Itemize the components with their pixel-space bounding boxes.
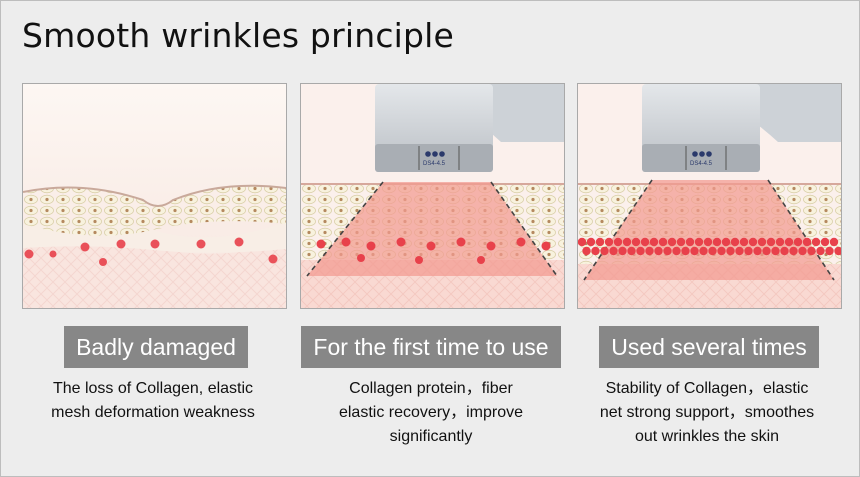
collagen-dot [744, 246, 753, 256]
device-label: DS4-4.5 [690, 161, 713, 167]
collagen-dot [726, 246, 735, 256]
description-line: elastic recovery，improve [338, 404, 524, 421]
collagen-dot [757, 237, 767, 247]
collagen-dot [834, 246, 841, 256]
collagen-dot [703, 237, 713, 247]
collagen-dot [631, 237, 641, 247]
collagen-dot [712, 237, 722, 247]
collagen-dot [708, 246, 717, 256]
collagen-dot [807, 246, 816, 256]
collagen-dot [762, 246, 771, 256]
collagen-dot [681, 246, 690, 256]
collagen-dot [802, 237, 812, 247]
stage-label-several-uses: Used several times [599, 326, 819, 368]
collagen-dot [654, 246, 663, 256]
description-line: net strong support，smoothes [599, 404, 815, 421]
collagen-dot [793, 237, 803, 247]
collagen-dot [789, 246, 798, 256]
collagen-dot [694, 237, 704, 247]
collagen-dot [636, 246, 645, 256]
stage-description-damaged: The loss of Collagen, elastic mesh defor… [18, 377, 288, 425]
stage-description-several-uses: Stability of Collagen，elastic net strong… [572, 377, 842, 449]
description-line: significantly [389, 428, 473, 445]
stage-label-first-use: For the first time to use [301, 326, 561, 368]
collagen-dot [609, 246, 618, 256]
skin-cross-section-damaged [23, 84, 286, 308]
collagen-dot [748, 237, 758, 247]
collagen-dot [618, 246, 627, 256]
collagen-dot [766, 237, 776, 247]
collagen-dot [690, 246, 699, 256]
collagen-dot [739, 237, 749, 247]
device-label: DS4-4.5 [423, 161, 446, 167]
collagen-dot [811, 237, 821, 247]
collagen-dot [613, 237, 623, 247]
collagen-dot [721, 237, 731, 247]
collagen-dot [640, 237, 650, 247]
collagen-dot [627, 246, 636, 256]
collagen-dot [582, 246, 591, 256]
collagen-dot [649, 237, 659, 247]
description-line: out wrinkles the skin [634, 428, 780, 445]
description-line: mesh deformation weakness [51, 404, 255, 421]
collagen-dot [775, 237, 785, 247]
description-line: Stability of Collagen，elastic [605, 380, 809, 397]
collagen-dot [753, 246, 762, 256]
collagen-dot [820, 237, 830, 247]
collagen-dot [829, 237, 839, 247]
description-line: Collagen protein，fiber [349, 380, 513, 397]
collagen-dot [780, 246, 789, 256]
collagen-dot [699, 246, 708, 256]
collagen-dot [578, 237, 587, 247]
skin-illustration-several-uses: DS4-4.5 [577, 83, 842, 309]
skin-illustration-damaged [22, 83, 287, 309]
collagen-dot [658, 237, 668, 247]
collagen-dot [771, 246, 780, 256]
collagen-dot [586, 237, 596, 247]
collagen-dot [717, 246, 726, 256]
collagen-dot [600, 246, 609, 256]
skin-illustration-first-use: DS4-4.5 [300, 83, 565, 309]
skin-cross-section-several-uses: DS4-4.5 [578, 84, 841, 308]
collagen-dot [667, 237, 677, 247]
stage-label-damaged: Badly damaged [64, 326, 248, 368]
description-line: The loss of Collagen, elastic [52, 380, 254, 397]
collagen-dot [784, 237, 794, 247]
collagen-dot [604, 237, 614, 247]
collagen-dot [685, 237, 695, 247]
skin-cross-section-first-use: DS4-4.5 [301, 84, 564, 308]
collagen-dot [622, 237, 632, 247]
collagen-dot [645, 246, 654, 256]
collagen-dot [825, 246, 834, 256]
collagen-dot [595, 237, 605, 247]
collagen-dot [798, 246, 807, 256]
collagen-dot [663, 246, 672, 256]
collagen-dot [672, 246, 681, 256]
collagen-dot [591, 246, 600, 256]
stage-description-first-use: Collagen protein，fiber elastic recovery，… [296, 377, 566, 449]
collagen-dot [816, 246, 825, 256]
collagen-dot [735, 246, 744, 256]
collagen-dot [676, 237, 686, 247]
page-title: Smooth wrinkles principle [22, 16, 455, 55]
collagen-dot [730, 237, 740, 247]
